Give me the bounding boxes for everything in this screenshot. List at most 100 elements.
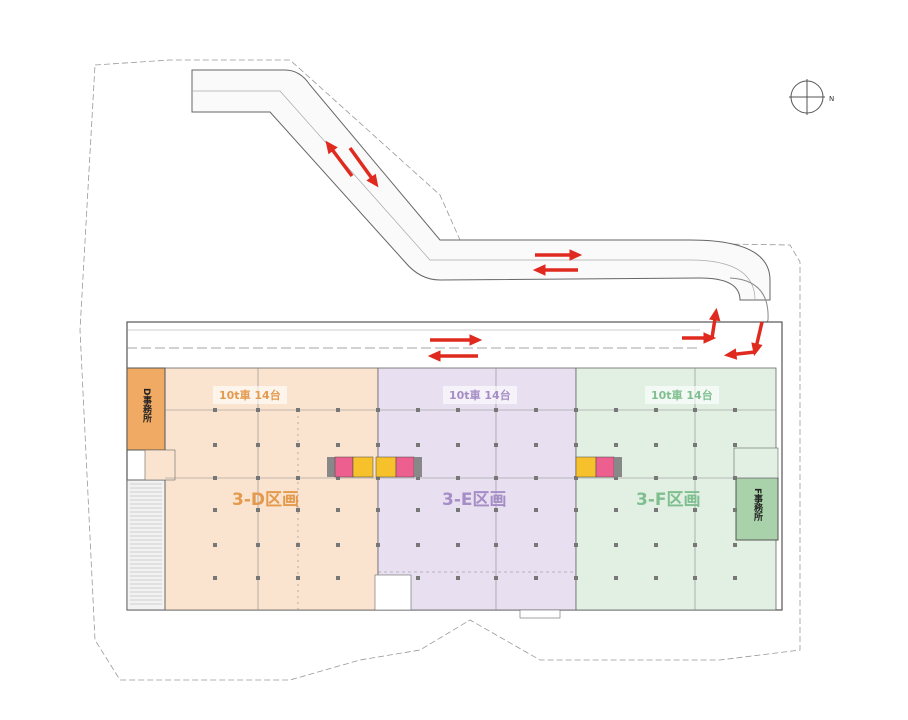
column xyxy=(336,576,340,580)
column xyxy=(733,476,737,480)
lift-pink xyxy=(334,456,354,478)
column xyxy=(416,408,420,412)
column xyxy=(336,508,340,512)
column xyxy=(733,576,737,580)
column xyxy=(733,508,737,512)
column xyxy=(733,543,737,547)
zone-3d-parking: 10t車 14台 xyxy=(213,386,287,404)
column xyxy=(654,476,658,480)
office-f[interactable] xyxy=(735,477,779,541)
column xyxy=(614,576,618,580)
column xyxy=(336,543,340,547)
column xyxy=(213,543,217,547)
column xyxy=(494,476,498,480)
lift-pink xyxy=(595,456,615,478)
column xyxy=(654,576,658,580)
column xyxy=(296,476,300,480)
column xyxy=(296,443,300,447)
column xyxy=(534,408,538,412)
column xyxy=(654,508,658,512)
column xyxy=(456,508,460,512)
column xyxy=(733,443,737,447)
column xyxy=(614,508,618,512)
column xyxy=(693,508,697,512)
column xyxy=(213,508,217,512)
column xyxy=(534,476,538,480)
column xyxy=(693,576,697,580)
column xyxy=(376,508,380,512)
column xyxy=(213,408,217,412)
column xyxy=(213,476,217,480)
column xyxy=(416,508,420,512)
column xyxy=(256,443,260,447)
column xyxy=(256,408,260,412)
column xyxy=(456,543,460,547)
office-d-label: D事務所 xyxy=(141,388,151,423)
column xyxy=(614,543,618,547)
column xyxy=(693,408,697,412)
column xyxy=(456,443,460,447)
column xyxy=(534,543,538,547)
lift-yellow xyxy=(375,456,397,478)
lift-yellow xyxy=(575,456,597,478)
column xyxy=(256,476,260,480)
column xyxy=(494,408,498,412)
column xyxy=(693,476,697,480)
compass-icon xyxy=(789,79,825,115)
column xyxy=(416,443,420,447)
column xyxy=(574,408,578,412)
column xyxy=(654,443,658,447)
column xyxy=(256,543,260,547)
zone-3e-area[interactable] xyxy=(377,367,577,611)
column xyxy=(376,408,380,412)
elevator-hatch-left xyxy=(327,457,335,477)
site-boundary xyxy=(79,59,801,681)
lift-pink xyxy=(395,456,415,478)
column xyxy=(693,443,697,447)
column xyxy=(296,543,300,547)
zone-3e-parking: 10t車 14台 xyxy=(443,386,517,404)
lift-yellow xyxy=(352,456,374,478)
column xyxy=(733,408,737,412)
column xyxy=(534,576,538,580)
column xyxy=(574,543,578,547)
column xyxy=(296,408,300,412)
column xyxy=(654,543,658,547)
column xyxy=(614,408,618,412)
column xyxy=(256,576,260,580)
column xyxy=(213,576,217,580)
column xyxy=(376,443,380,447)
zone-3d-area[interactable] xyxy=(164,367,379,611)
column xyxy=(693,543,697,547)
traffic-arrows xyxy=(325,140,764,362)
column xyxy=(456,576,460,580)
column xyxy=(296,576,300,580)
column xyxy=(574,443,578,447)
column xyxy=(534,508,538,512)
column xyxy=(574,476,578,480)
zone-3f-label: 3-F区画 xyxy=(636,490,701,510)
column xyxy=(456,476,460,480)
column xyxy=(416,543,420,547)
column xyxy=(614,443,618,447)
column xyxy=(574,576,578,580)
column xyxy=(376,476,380,480)
ramp xyxy=(191,69,771,301)
column xyxy=(376,543,380,547)
column xyxy=(494,543,498,547)
column xyxy=(336,408,340,412)
column xyxy=(416,576,420,580)
column xyxy=(654,408,658,412)
zone-3d-label: 3-D区画 xyxy=(232,490,299,510)
column xyxy=(456,408,460,412)
column xyxy=(416,476,420,480)
zone-3e-label: 3-E区画 xyxy=(442,490,507,510)
column xyxy=(336,443,340,447)
loading-ramp xyxy=(126,479,166,611)
office-d[interactable] xyxy=(126,367,166,451)
column xyxy=(494,508,498,512)
zone-3f-parking: 10t車 14台 xyxy=(645,386,719,404)
column xyxy=(336,476,340,480)
column xyxy=(296,508,300,512)
